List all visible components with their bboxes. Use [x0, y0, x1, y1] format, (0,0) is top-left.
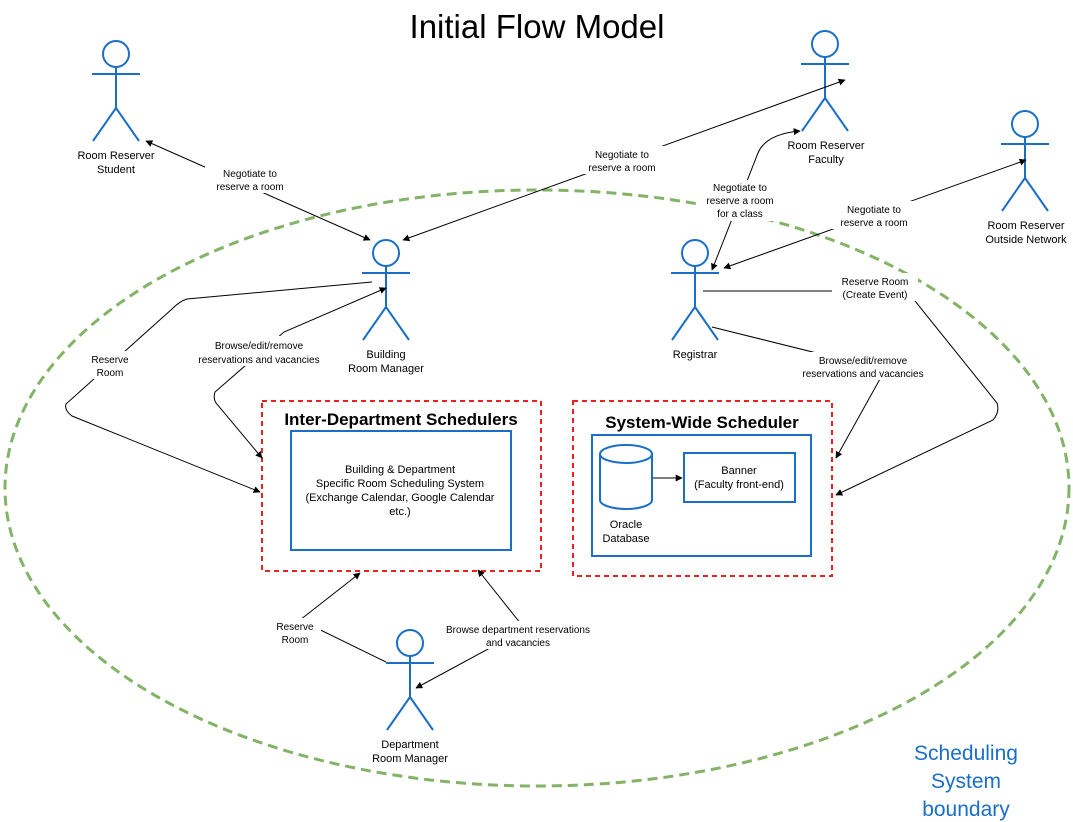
- svg-text:Reserve: Reserve: [91, 355, 129, 366]
- svg-text:reservations and vacancies: reservations and vacancies: [198, 355, 319, 366]
- oracle-database-icon[interactable]: [599, 444, 653, 510]
- actor-label-dept-manager: Department Room Manager: [372, 739, 448, 765]
- actor-department-room-manager[interactable]: [386, 629, 434, 731]
- svg-text:Negotiate to: Negotiate to: [713, 183, 767, 194]
- svg-text:Room Reserver: Room Reserver: [987, 220, 1064, 232]
- svg-text:reserve a room: reserve a room: [216, 182, 283, 193]
- edge-label-faculty-negotiate-bm: Negotiate to reserve a room: [578, 146, 668, 174]
- banner-box[interactable]: [683, 452, 796, 503]
- svg-text:Reserve: Reserve: [276, 622, 314, 633]
- edge-building-manager-browse: [213, 287, 387, 459]
- svg-text:Room Reserver: Room Reserver: [77, 150, 154, 162]
- edge-label-dm-reserve: Reserve Room: [269, 618, 321, 646]
- svg-text:(Faculty front-end): (Faculty front-end): [694, 479, 784, 491]
- edge-label-dm-browse: Browse department reservations and vacan…: [434, 621, 604, 649]
- scheduling-system-boundary: [3, 188, 1071, 788]
- svg-text:Negotiate to: Negotiate to: [847, 205, 901, 216]
- svg-text:Reserve Room: Reserve Room: [842, 277, 909, 288]
- svg-text:reservations and vacancies: reservations and vacancies: [802, 369, 923, 380]
- boundary-label: Scheduling System boundary: [914, 742, 1018, 821]
- room-scheduling-system-box[interactable]: [290, 430, 512, 551]
- edge-label-registrar-reserve: Reserve Room (Create Event): [832, 273, 918, 301]
- actor-label-faculty: Room Reserver Faculty: [787, 140, 864, 166]
- svg-text:Scheduling: Scheduling: [914, 742, 1018, 765]
- svg-text:for a class: for a class: [717, 209, 763, 220]
- svg-text:Oracle: Oracle: [610, 519, 642, 531]
- svg-text:(Create Event): (Create Event): [842, 290, 907, 301]
- actor-room-reserver-student[interactable]: [92, 40, 140, 142]
- svg-text:Room: Room: [282, 635, 309, 646]
- svg-text:Department: Department: [381, 739, 438, 751]
- svg-text:Room Reserver: Room Reserver: [787, 140, 864, 152]
- actor-label-outside: Room Reserver Outside Network: [985, 220, 1067, 246]
- svg-text:Building: Building: [366, 349, 405, 361]
- actor-label-registrar: Registrar: [673, 349, 718, 361]
- svg-text:(Exchange Calendar, Google Cal: (Exchange Calendar, Google Calendar: [306, 492, 495, 504]
- edge-registrar-reserve-room: [703, 290, 999, 496]
- edge-label-outside-negotiate: Negotiate to reserve a room: [829, 201, 919, 229]
- actor-registrar[interactable]: [671, 239, 719, 341]
- edge-dept-manager-reserve: [299, 572, 387, 663]
- edge-label-faculty-negotiate-class: Negotiate to reserve a room for a class: [697, 180, 783, 221]
- svg-text:Banner: Banner: [721, 465, 757, 477]
- svg-text:reserve a room: reserve a room: [588, 163, 655, 174]
- svg-text:Faculty: Faculty: [808, 154, 844, 166]
- svg-text:reserve a room: reserve a room: [840, 218, 907, 229]
- svg-text:Room Manager: Room Manager: [372, 753, 448, 765]
- svg-text:Registrar: Registrar: [673, 349, 718, 361]
- actor-label-student: Room Reserver Student: [77, 150, 154, 176]
- inter-department-title: Inter-Department Schedulers: [284, 410, 517, 429]
- svg-text:and vacancies: and vacancies: [486, 638, 550, 649]
- system-wide-title: System-Wide Scheduler: [605, 413, 799, 432]
- room-scheduling-system-text: Building & Department Specific Room Sche…: [306, 464, 495, 518]
- svg-text:reserve a room: reserve a room: [706, 196, 773, 207]
- banner-label: Banner (Faculty front-end): [694, 465, 784, 491]
- svg-text:Negotiate to: Negotiate to: [223, 169, 277, 180]
- edge-label-bm-browse: Browse/edit/remove reservations and vaca…: [184, 336, 336, 366]
- svg-text:Browse/edit/remove: Browse/edit/remove: [819, 356, 908, 367]
- svg-text:Database: Database: [602, 533, 649, 545]
- svg-text:Browse department reservations: Browse department reservations: [446, 625, 590, 636]
- svg-text:Student: Student: [97, 164, 135, 176]
- svg-text:Negotiate to: Negotiate to: [595, 150, 649, 161]
- oracle-database-label: Oracle Database: [602, 519, 649, 545]
- svg-text:Room: Room: [97, 368, 124, 379]
- svg-text:Browse/edit/remove: Browse/edit/remove: [215, 341, 304, 352]
- edge-label-bm-reserve: Reserve Room: [84, 351, 136, 379]
- actor-room-reserver-outside[interactable]: [1001, 110, 1049, 212]
- actor-building-room-manager[interactable]: [362, 239, 410, 341]
- svg-text:Room Manager: Room Manager: [348, 363, 424, 375]
- svg-text:Specific Room Scheduling Syste: Specific Room Scheduling System: [316, 478, 484, 490]
- diagram-title: Initial Flow Model: [410, 8, 665, 45]
- edge-faculty-registrar: [711, 128, 801, 271]
- svg-text:Building & Department: Building & Department: [345, 464, 455, 476]
- edge-label-student-negotiate: Negotiate to reserve a room: [205, 165, 295, 193]
- svg-text:Outside Network: Outside Network: [985, 234, 1067, 246]
- svg-text:etc.): etc.): [389, 506, 410, 518]
- svg-text:boundary: boundary: [922, 798, 1010, 821]
- actor-label-building-manager: Building Room Manager: [348, 349, 424, 375]
- edge-label-registrar-browse: Browse/edit/remove reservations and vaca…: [793, 352, 935, 380]
- svg-text:System: System: [931, 770, 1001, 793]
